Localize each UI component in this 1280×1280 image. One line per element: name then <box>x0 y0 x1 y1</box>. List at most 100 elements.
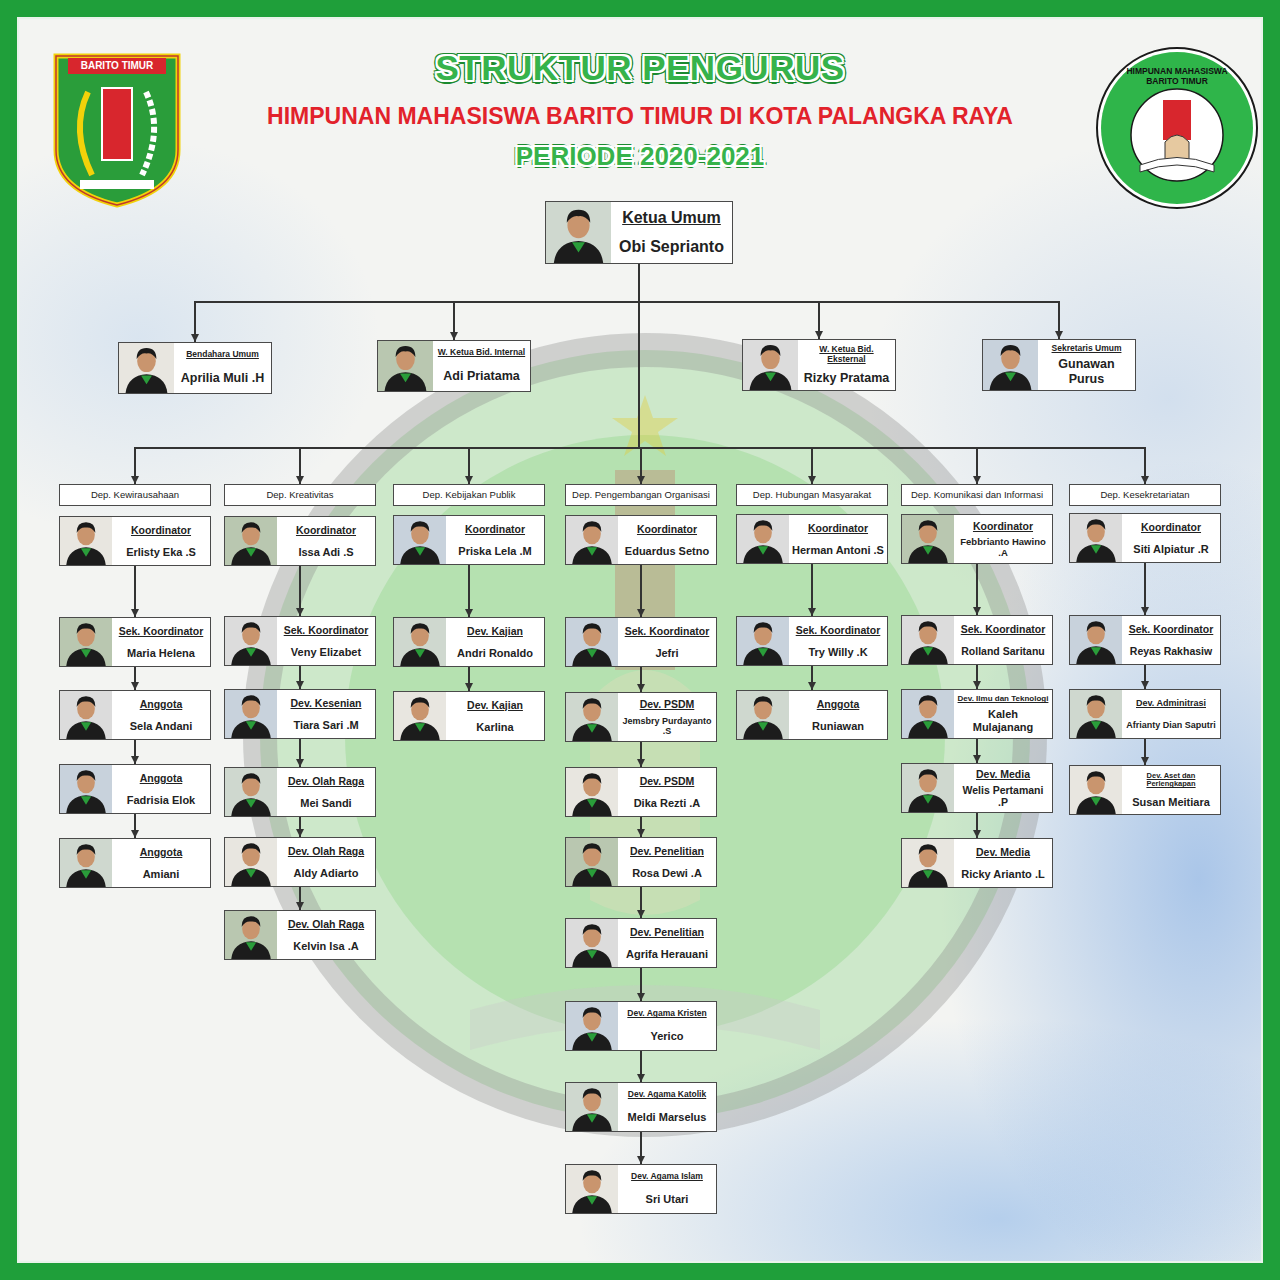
logo-text: HIMPUNAN MAHASISWA BARITO TIMUR <box>1122 66 1232 86</box>
portrait-ground <box>902 839 954 887</box>
member-name: Veny Elizabet <box>291 646 361 659</box>
connector-arrow <box>454 264 639 340</box>
portrait-collar <box>587 950 597 958</box>
member-box: Sek. KoordinatorRolland Saritanu <box>901 615 1053 665</box>
role-title: Dev. Ilmu dan Teknologi <box>958 694 1049 703</box>
member-name: Yerico <box>650 1030 683 1043</box>
portrait-hair <box>77 696 96 706</box>
member-text-area: AnggotaFadrisia Elok <box>112 765 210 813</box>
portrait-collar <box>923 546 933 554</box>
left-logo-band <box>68 58 166 74</box>
member-box: Dev. PSDMDika Rezti .A <box>565 767 717 817</box>
member-name: Sri Utari <box>646 1193 689 1206</box>
portrait-hair <box>583 924 602 934</box>
role-title: Dev. Adminitrasi <box>1136 698 1206 708</box>
portrait-collar <box>572 242 585 252</box>
portrait <box>737 691 789 739</box>
portrait <box>566 1165 618 1213</box>
member-photo <box>394 618 446 666</box>
connector-arrow <box>639 264 1059 339</box>
member-name: Runiawan <box>812 720 864 733</box>
connector-arrow <box>640 565 642 617</box>
portrait-body <box>66 721 106 739</box>
member-photo <box>566 838 618 886</box>
role-title: Sek. Koordinator <box>961 623 1046 635</box>
member-photo <box>566 618 618 666</box>
portrait-hair <box>77 522 96 532</box>
connector-arrow <box>468 565 470 617</box>
portrait-collar <box>246 721 256 729</box>
portrait-collar <box>246 869 256 877</box>
portrait-hair <box>1087 771 1106 781</box>
member-box: Dev. Agama KristenYerico <box>565 1001 717 1051</box>
member-name: Aldy Adiarto <box>294 867 359 880</box>
portrait <box>394 692 446 740</box>
portrait-ground <box>60 618 112 666</box>
member-photo <box>225 517 277 565</box>
portrait-ground <box>225 838 277 886</box>
portrait <box>225 911 277 959</box>
period-label: PERIODE 2020-2021 <box>420 141 860 172</box>
member-box: Dev. PenelitianRosa Dewi .A <box>565 837 717 887</box>
portrait-hair <box>137 348 157 359</box>
portrait-hair <box>754 520 773 530</box>
member-name: Welis Pertamani .P <box>957 784 1049 808</box>
portrait <box>566 516 618 564</box>
member-text-area: KoordinatorFebbrianto Hawino .A <box>954 515 1052 563</box>
member-text-area: Sekretaris UmumGunawan Purus <box>1038 340 1135 390</box>
member-name: Karlina <box>476 721 513 734</box>
member-text-area: W. Ketua Bid. EksternalRizky Pratama <box>798 340 895 390</box>
portrait-ground <box>60 517 112 565</box>
portrait <box>225 517 277 565</box>
connector-arrow <box>1144 563 1146 615</box>
connector-arrow <box>468 667 470 691</box>
portrait-body <box>743 647 783 665</box>
member-text-area: Dev. MediaRicky Arianto .L <box>954 839 1052 887</box>
member-box: KoordinatorErlisty Eka .S <box>59 516 211 566</box>
member-box: KoordinatorPriska Lela .M <box>393 515 545 565</box>
portrait-collar <box>1091 545 1101 553</box>
portrait <box>378 341 433 391</box>
role-title: Ketua Umum <box>622 209 721 227</box>
portrait-body <box>743 721 783 739</box>
portrait-body <box>572 949 612 967</box>
portrait-ground <box>737 617 789 665</box>
portrait <box>566 919 618 967</box>
portrait <box>902 616 954 664</box>
portrait-hair <box>411 521 430 531</box>
portrait-collar <box>81 722 91 730</box>
portrait <box>394 618 446 666</box>
member-box: Dev. Olah RagaAldy Adiarto <box>224 837 376 887</box>
portrait-body <box>231 941 271 959</box>
role-title: Koordinator <box>1141 521 1201 533</box>
portrait-hair <box>583 773 602 783</box>
member-name: Maria Helena <box>127 647 195 660</box>
member-box: Dev. Agama KatolikMeldi Marselus <box>565 1082 717 1132</box>
left-logo-mandau <box>102 88 132 160</box>
portrait-body <box>231 720 271 738</box>
member-text-area: Dev. PenelitianAgrifa Herauani <box>618 919 716 967</box>
portrait-hair <box>396 346 416 357</box>
member-text-area: W. Ketua Bid. InternalAdi Priatama <box>433 341 530 391</box>
connector-arrow <box>300 264 639 484</box>
connector-arrow <box>640 1132 642 1164</box>
portrait <box>1070 514 1122 562</box>
portrait-body <box>572 1195 612 1213</box>
portrait-hair <box>77 844 96 854</box>
portrait-ground <box>902 515 954 563</box>
member-text-area: Dev. Agama KatolikMeldi Marselus <box>618 1083 716 1131</box>
portrait-collar <box>923 795 933 803</box>
member-text-area: KoordinatorIssa Adi .S <box>277 517 375 565</box>
portrait-hair <box>1087 695 1106 705</box>
portrait <box>737 515 789 563</box>
connector-arrow <box>640 887 642 918</box>
member-photo <box>902 764 954 812</box>
portrait-collar <box>415 723 425 731</box>
member-photo <box>566 693 618 741</box>
connector-arrow <box>1144 665 1146 689</box>
member-photo <box>1070 514 1122 562</box>
connector-arrow <box>811 564 813 616</box>
member-photo <box>566 1083 618 1131</box>
member-photo <box>60 517 112 565</box>
member-name: Obi Seprianto <box>619 238 724 256</box>
